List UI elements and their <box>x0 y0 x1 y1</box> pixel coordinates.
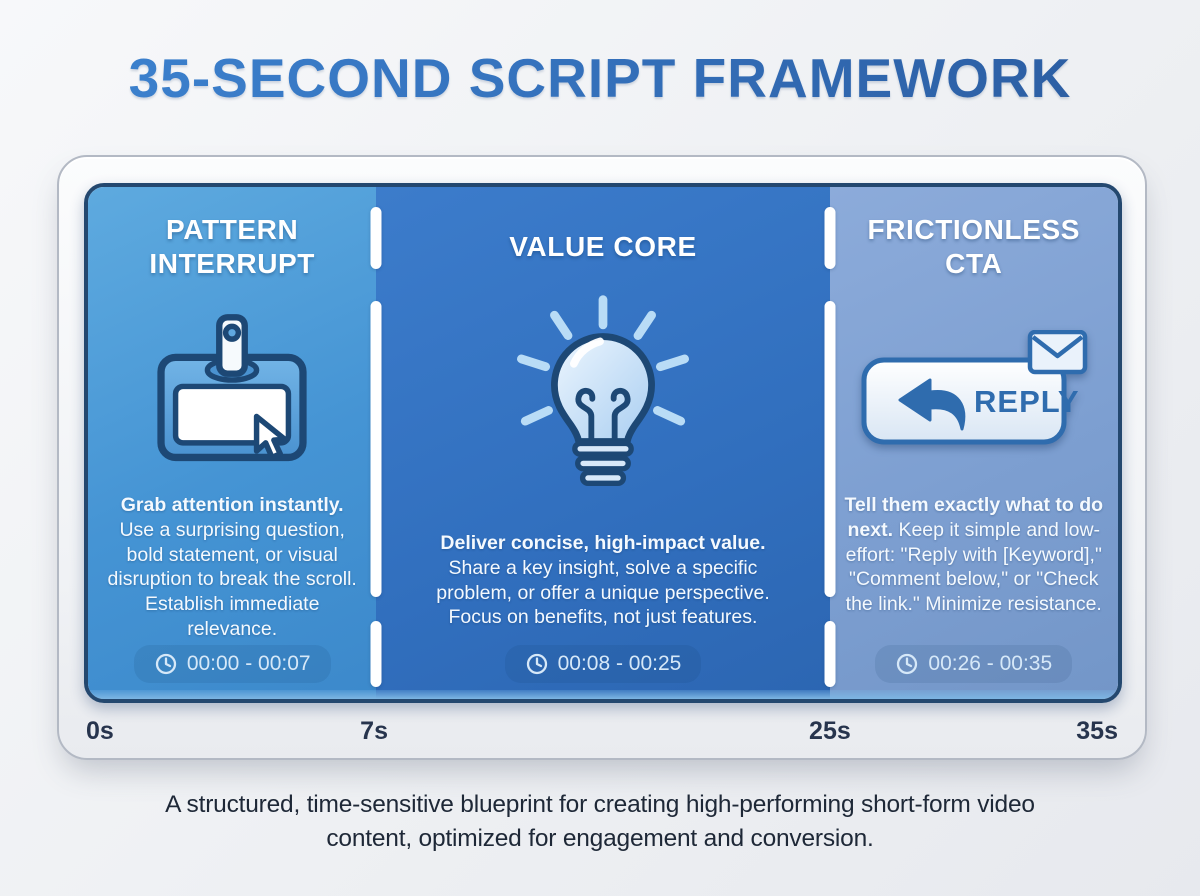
divider-dash <box>824 621 836 687</box>
panel-description: Grab attention instantly. Use a surprisi… <box>93 489 371 645</box>
time-range-text: 00:00 - 00:07 <box>186 652 311 675</box>
divider-dash <box>370 301 382 597</box>
time-range-text: 00:08 - 00:25 <box>557 652 682 675</box>
time-range-text: 00:26 - 00:35 <box>928 652 1053 675</box>
clock-icon <box>526 653 547 675</box>
panel-lead-text: Grab attention instantly. <box>120 494 344 516</box>
divider-dash <box>824 301 836 597</box>
name-badge-cursor-icon <box>157 314 307 462</box>
infographic-title: 35-SECOND SCRIPT FRAMEWORK <box>0 46 1200 110</box>
timeline-label-25s: 25s <box>809 717 851 745</box>
panel-description: Deliver concise, high-impact value. Shar… <box>399 489 807 645</box>
reply-button-icon: REPLY <box>858 293 1090 489</box>
panel-body-text: Share a key insight, solve a specific pr… <box>436 556 770 629</box>
framework-card: PATTERN INTERRUPT <box>57 155 1147 760</box>
name-badge-cursor-icon <box>141 293 323 489</box>
reply-button-icon: REPLY <box>861 330 1088 445</box>
panel-pattern-interrupt: PATTERN INTERRUPT <box>88 187 377 699</box>
timeline-label-35s: 35s <box>1076 717 1118 745</box>
reply-button-label: REPLY <box>974 384 1080 419</box>
panel-header: PATTERN INTERRUPT <box>149 213 315 279</box>
panel-description: Tell them exactly what to do next. Keep … <box>830 489 1118 645</box>
panel-frictionless-cta: FRICTIONLESS CTA REPLY <box>829 187 1118 699</box>
divider-dash <box>370 621 382 687</box>
divider-dash <box>824 207 836 269</box>
panel-value-core: VALUE CORE <box>376 187 830 699</box>
panel-body-text: Keep it simple and low-effort: "Reply wi… <box>845 518 1102 615</box>
panel-lead-text: Tell them exactly what to do next. <box>844 494 1104 541</box>
panel-header: VALUE CORE <box>509 230 697 262</box>
panel-lead-text: Deliver concise, high-impact value. <box>440 532 766 554</box>
divider-dash <box>370 207 382 269</box>
timeline-label-7s: 7s <box>360 717 388 745</box>
clock-icon <box>897 653 918 675</box>
time-range-badge: 00:08 - 00:25 <box>504 645 702 683</box>
clock-icon <box>155 653 176 675</box>
timeline-axis: 0s 7s 25s 35s <box>84 713 1120 751</box>
timeline-block: PATTERN INTERRUPT <box>84 183 1122 703</box>
time-range-badge: 00:00 - 00:07 <box>133 645 331 683</box>
footer-caption: A structured, time-sensitive blueprint f… <box>165 791 1035 852</box>
time-range-badge: 00:26 - 00:35 <box>875 645 1073 683</box>
lightbulb-icon <box>505 293 701 489</box>
timeline-label-0s: 0s <box>86 717 114 745</box>
segment-divider-dashed <box>824 187 836 699</box>
envelope-icon <box>1027 330 1088 375</box>
panel-body-text: Use a surprising question, bold statemen… <box>107 518 357 640</box>
lightbulb-icon <box>516 295 689 486</box>
panel-header: FRICTIONLESS CTA <box>867 213 1081 279</box>
segment-divider-dashed <box>370 187 382 699</box>
